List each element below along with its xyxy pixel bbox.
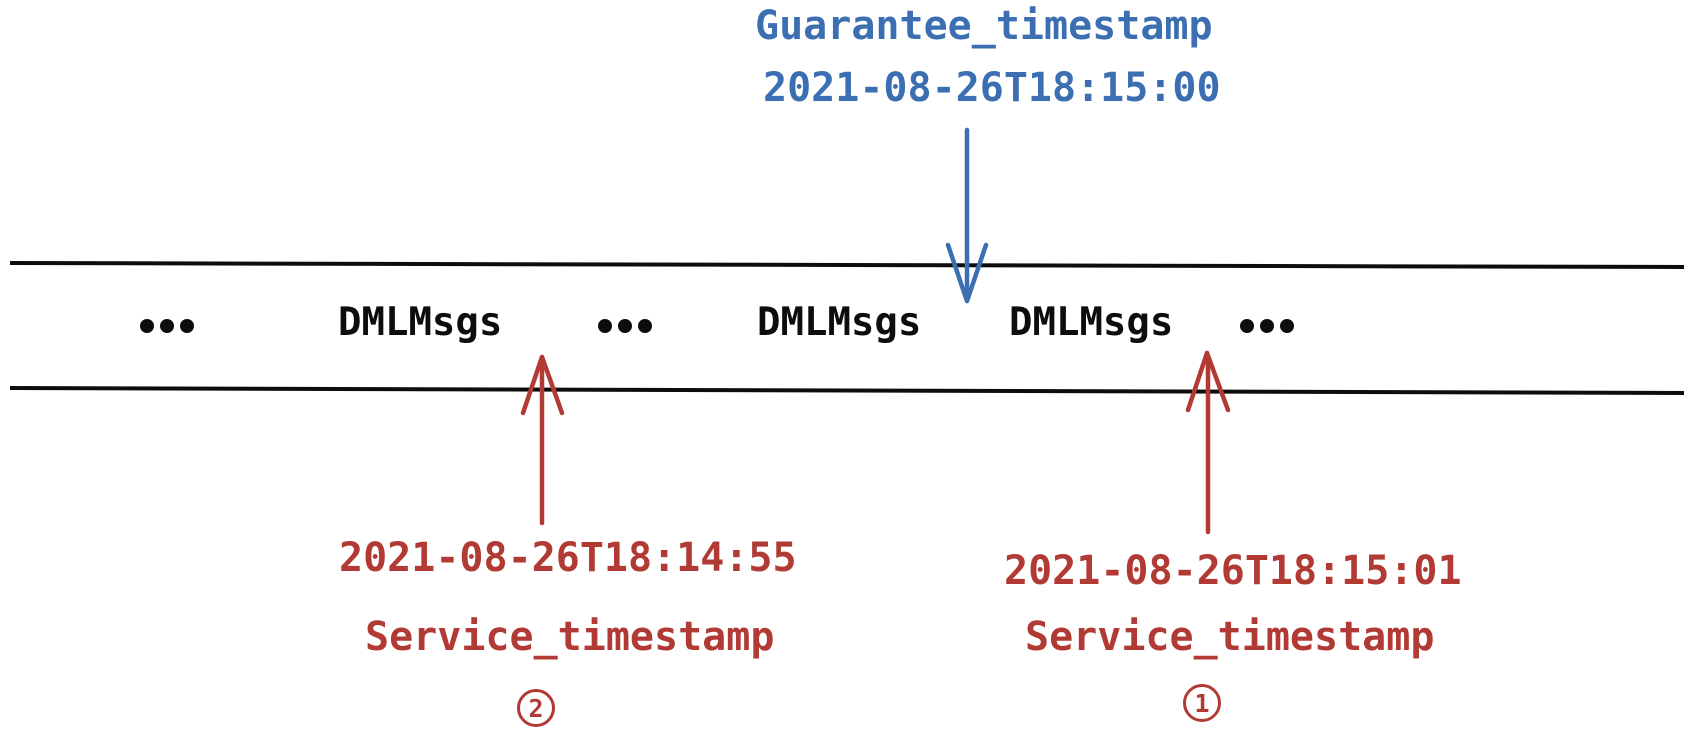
- circled-number-1-icon: 1: [1183, 684, 1221, 722]
- dot-icon: [160, 319, 174, 333]
- guarantee-arrow-icon: [945, 127, 989, 304]
- service-timestamp-right-value: 2021-08-26T18:15:01: [1004, 548, 1462, 594]
- marker-digit: 2: [528, 693, 544, 723]
- dot-icon: [1280, 319, 1294, 333]
- dot-icon: [180, 319, 194, 333]
- dot-icon: [598, 319, 612, 333]
- dot-icon: [140, 319, 154, 333]
- service-timestamp-left-value: 2021-08-26T18:14:55: [339, 535, 797, 581]
- dml-msgs-token: DMLMsgs: [757, 300, 922, 345]
- service-arrow-left-icon: [520, 354, 565, 526]
- circled-number-2-icon: 2: [517, 689, 555, 727]
- guarantee-timestamp-value: 2021-08-26T18:15:00: [763, 65, 1221, 111]
- channel-bottom-line: [9, 386, 1685, 395]
- marker-digit: 1: [1194, 688, 1210, 718]
- dml-msgs-token: DMLMsgs: [338, 300, 503, 345]
- service-arrow-right-icon: [1185, 350, 1231, 535]
- dot-icon: [638, 319, 652, 333]
- guarantee-timestamp-label: Guarantee_timestamp: [755, 3, 1213, 49]
- channel-top-line: [9, 261, 1685, 269]
- service-timestamp-left-label: Service_timestamp: [365, 614, 775, 660]
- dot-icon: [618, 319, 632, 333]
- dot-icon: [1260, 319, 1274, 333]
- ellipsis-dots: [1240, 319, 1294, 333]
- service-timestamp-right-label: Service_timestamp: [1025, 614, 1435, 660]
- dml-msgs-token: DMLMsgs: [1009, 300, 1174, 345]
- ellipsis-dots: [598, 319, 652, 333]
- ellipsis-dots: [140, 319, 194, 333]
- dot-icon: [1240, 319, 1254, 333]
